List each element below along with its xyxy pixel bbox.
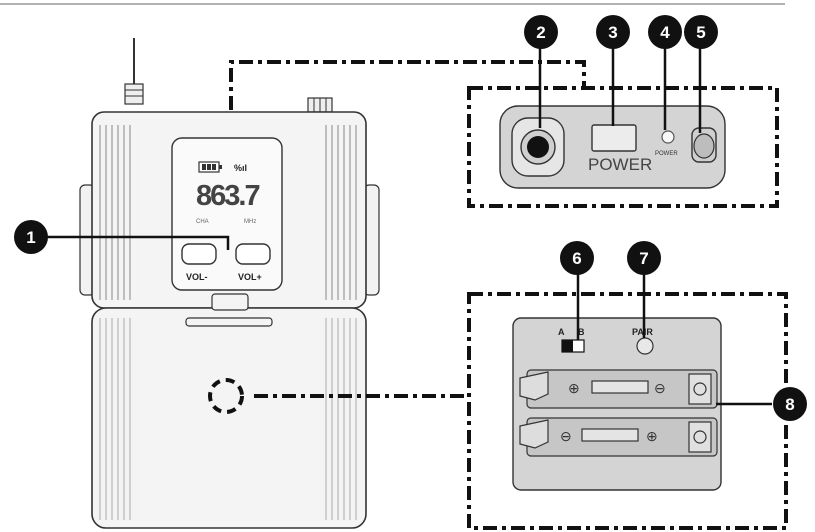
top-panel-detail: POWER POWER [467,86,779,208]
connector-lines [229,60,586,398]
callout-3: 3 [596,15,630,49]
battery-cell-1 [591,380,649,394]
grip-left-lower [99,318,131,520]
vol-minus-label: VOL- [186,272,208,282]
callout-4-number: 4 [660,23,670,42]
antenna-base [124,83,144,105]
top-panel-frame [467,86,779,208]
grip-right-lower [325,318,357,520]
switch-b-label: B [578,327,585,337]
battery-latch [211,293,249,311]
battery-contact-2 [688,421,712,453]
transmitter-device: %ıl 863.7 CHA MHz VOL- VOL+ [79,38,380,529]
vol-minus-button[interactable] [181,243,217,265]
vol-plus-label: VOL+ [238,272,262,282]
callout-5: 5 [684,15,718,49]
switch-a-label: A [558,327,565,337]
power-switch[interactable] [591,124,637,152]
device-lower-body [91,307,367,529]
battery-1-minus: ⊖ [654,380,666,396]
callout-6-number: 6 [572,249,581,268]
power-led [661,130,675,144]
callout-8-number: 8 [785,395,794,414]
battery-2-plus: ⊕ [646,428,658,444]
callout-1-number: 1 [26,228,35,247]
leader-1 [46,235,230,250]
callout-4: 4 [648,15,682,49]
callout-2: 2 [524,15,558,49]
connector-top [229,60,586,110]
vol-plus-button[interactable] [235,243,271,265]
battery-contact-1 [688,373,712,405]
battery-spring-2 [519,419,549,449]
battery-1-plus: ⊕ [568,380,580,396]
mic-jack-hole [527,136,549,158]
pair-button[interactable] [636,337,654,355]
frequency-display: 863.7 [196,180,259,212]
callout-8: 8 [773,387,807,421]
power-switch-label: POWER [588,155,652,174]
pair-label: PAIR [632,327,653,337]
battery-door-marker [208,378,244,414]
mhz-label: MHz [244,219,256,225]
callout-5-number: 5 [696,23,705,42]
battery-door-slot [185,317,273,327]
channel-label: CHA [196,219,209,225]
battery-spring-1 [519,371,549,401]
lcd-panel [171,137,283,291]
battery-cell-2 [581,428,639,442]
signal-indicator: %ıl [234,163,247,173]
callout-3-number: 3 [608,23,617,42]
callout-7: 7 [627,241,661,275]
ab-switch-slider [562,340,573,352]
grip-right-upper [325,125,357,300]
battery-panel-detail: A B PAIR ⊕ ⊖ ⊖ ⊕ [467,292,788,530]
battery-2-minus: ⊖ [560,428,572,444]
mute-button[interactable] [693,133,715,159]
power-led-label: POWER [655,151,678,157]
callout-1: 1 [14,220,48,254]
callout-6: 6 [560,241,594,275]
callout-7-number: 7 [639,249,648,268]
callout-2-number: 2 [536,23,545,42]
leader-lines [46,48,772,406]
grip-left-upper [99,125,131,300]
